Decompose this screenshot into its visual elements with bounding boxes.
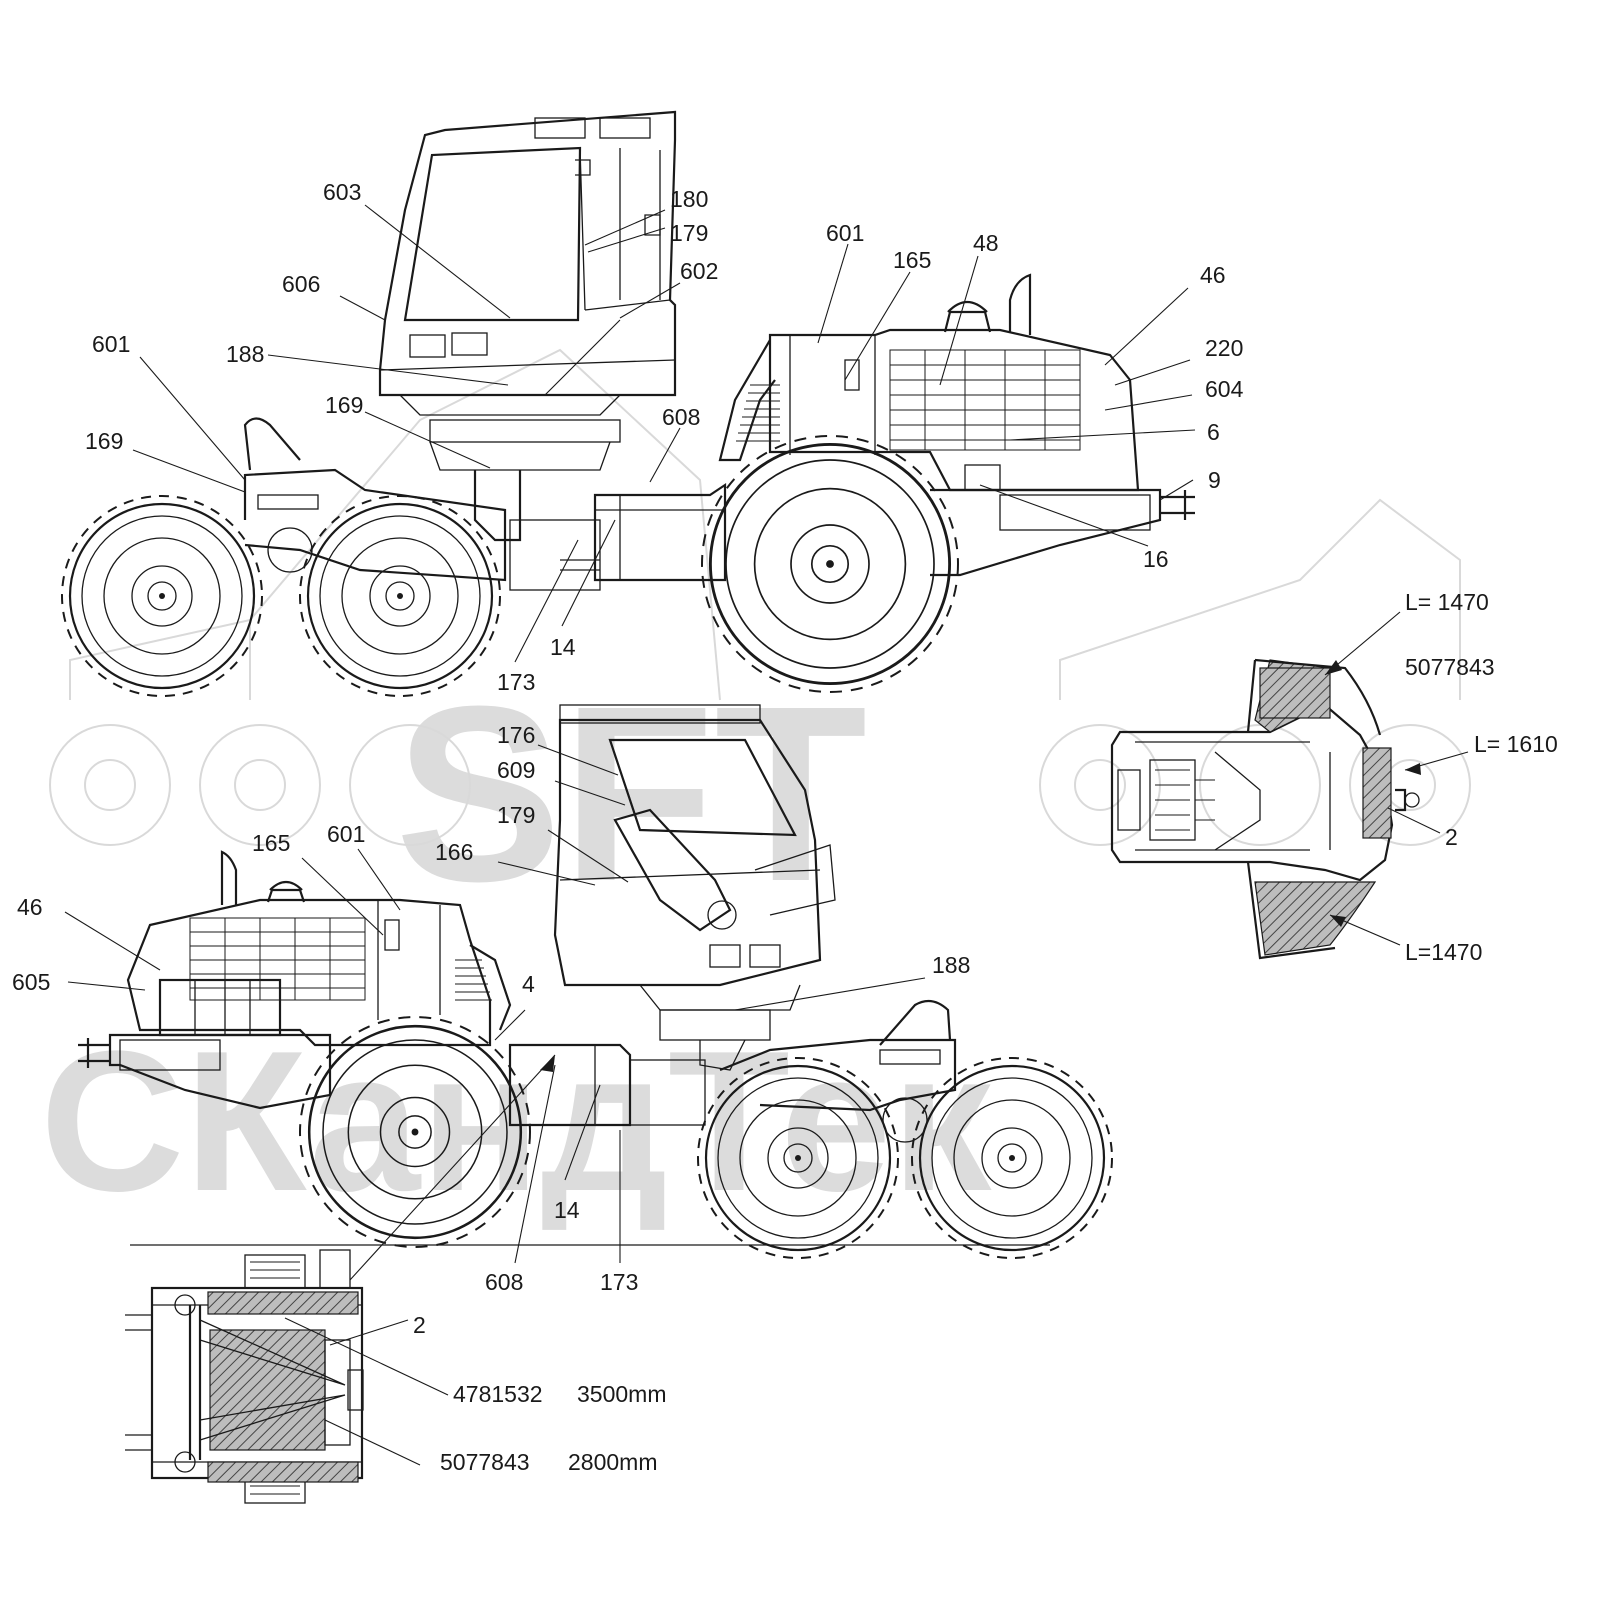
watermark: SFT СКандТек [40,348,1471,1233]
callout-606: 606 [282,271,320,297]
callout-605: 605 [12,969,50,995]
callout-46: 46 [17,894,43,920]
louvers-bottom [455,959,492,1001]
callout-188: 188 [226,341,264,367]
detail-leaders [284,1317,449,1466]
bottom-callouts: 176 609 179 166 165 601 46 605 4 188 14 … [12,722,970,1295]
louvers-top [736,384,780,442]
cab-bottom [553,704,836,1071]
callout-601-a: 601 [92,331,130,357]
rear-frame-top [930,488,1162,577]
callout-169-a: 169 [325,392,363,418]
callout-188: 188 [932,952,970,978]
top-side-view [61,110,1195,697]
callout-173: 173 [497,669,535,695]
antislip-panel-bottom [1254,881,1377,956]
top-leaders [132,204,1196,663]
hood-grille-bottom [189,917,366,1001]
hood-grille-top [889,349,1081,451]
label-part-4781532: 4781532 [453,1381,543,1407]
label-length-1470-a: L= 1470 [1405,589,1489,615]
callout-220: 220 [1205,335,1243,361]
exhaust-stack-bottom [220,850,238,905]
watermark-company: СКандТек [40,1010,992,1233]
callout-48: 48 [973,230,999,256]
callout-603: 603 [323,179,361,205]
step-rail-bottom [879,999,952,1046]
watermark-brand: SFT [395,654,867,933]
step-rail-top [243,417,301,471]
bottom-leaders [64,744,926,1281]
air-filter-top [943,300,992,333]
callout-4: 4 [522,971,535,997]
fuel-tank-top [593,482,727,582]
top-callouts: 603 180 179 602 606 601 188 169 169 608 … [85,179,1244,695]
rear-hydraulics [1149,759,1215,841]
callout-180: 180 [670,186,708,212]
callout-46: 46 [1200,262,1226,288]
callout-179: 179 [497,802,535,828]
callout-165: 165 [252,830,290,856]
wheel-top-front-1 [68,502,256,690]
callout-176: 176 [497,722,535,748]
label-length-1610: L= 1610 [1474,731,1558,757]
callout-609: 609 [497,757,535,783]
detail-callouts: 2 4781532 3500mm 5077843 2800mm [413,1312,666,1475]
callout-9: 9 [1208,467,1221,493]
label-part-5077843-detail: 5077843 [440,1449,530,1475]
engine-hood-bottom [126,898,492,1047]
callout-173: 173 [600,1269,638,1295]
label-length-3500mm: 3500mm [577,1381,666,1407]
rear-callouts: L= 1470 5077843 L= 1610 2 L=1470 [1405,589,1558,965]
callout-166: 166 [435,839,473,865]
detail-strip-bottom [207,1461,359,1483]
callout-165: 165 [893,247,931,273]
rear-frame-bottom [108,1033,332,1110]
callout-6: 6 [1207,419,1220,445]
label-length-2800mm: 2800mm [568,1449,657,1475]
callout-16: 16 [1143,546,1169,572]
callout-601-b: 601 [826,220,864,246]
front-frame-top [243,468,507,582]
rear-top-view [1110,658,1420,960]
callout-604: 604 [1205,376,1244,402]
detail-strip-top [207,1291,359,1315]
callout-2-rear: 2 [1445,824,1458,850]
antislip-panel-top-inner [1259,667,1331,719]
callout-601: 601 [327,821,365,847]
label-part-5077843: 5077843 [1405,654,1495,680]
cab-top [378,110,677,471]
callout-602: 602 [680,258,718,284]
callout-169-b: 169 [85,428,123,454]
label-length-1470-b: L=1470 [1405,939,1482,965]
rear-leaders [1324,611,1469,946]
callout-179: 179 [670,220,708,246]
exhaust-stack-top [1008,273,1032,335]
detail-view [125,1249,364,1504]
wheel-top-rear [708,442,952,686]
callout-608: 608 [485,1269,523,1295]
air-filter-bottom [266,880,306,903]
callout-14: 14 [554,1197,580,1223]
callout-2-detail: 2 [413,1312,426,1338]
callout-14: 14 [550,634,576,660]
bottom-side-view [78,704,1113,1259]
antislip-panel-rear [1362,747,1392,839]
callout-608: 608 [662,404,700,430]
